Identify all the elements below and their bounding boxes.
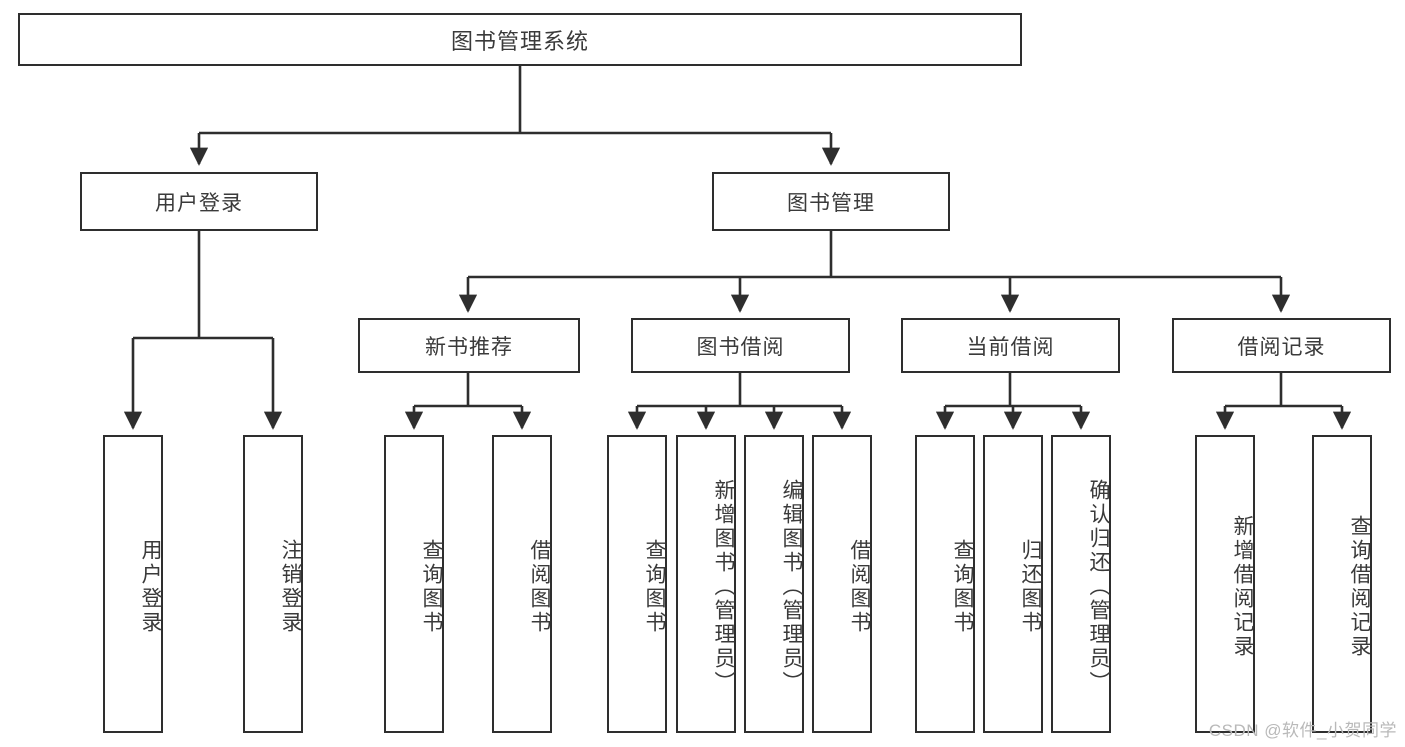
node-label: 图书管理: [787, 191, 875, 215]
node-label: 图书借阅: [696, 335, 785, 359]
leaf-query-book-borrow[interactable]: 查询图书: [607, 435, 667, 733]
node-label: 编辑图书（管理员）: [780, 479, 803, 695]
leaf-user-login[interactable]: 用户登录: [103, 435, 163, 733]
node-label: 查询图书: [420, 539, 443, 635]
node-label: 查询图书: [951, 539, 974, 635]
leaf-add-book-admin[interactable]: 新增图书（管理员）: [676, 435, 736, 733]
node-label: 新增借阅记录: [1231, 515, 1254, 659]
leaf-query-book-new-rec[interactable]: 查询图书: [384, 435, 444, 733]
node-label: 用户登录: [155, 191, 243, 215]
leaf-confirm-return-admin[interactable]: 确认归还（管理员）: [1051, 435, 1111, 733]
node-current-borrowing[interactable]: 当前借阅: [901, 318, 1120, 373]
leaf-logout-login[interactable]: 注销登录: [243, 435, 303, 733]
node-label: 用户登录: [139, 539, 162, 635]
leaf-query-book-current[interactable]: 查询图书: [915, 435, 975, 733]
watermark-csdn: CSDN @软件_小贺同学: [1208, 721, 1397, 740]
node-root-book-management-system[interactable]: 图书管理系统: [18, 13, 1022, 66]
leaf-return-book[interactable]: 归还图书: [983, 435, 1043, 733]
leaf-query-borrow-record[interactable]: 查询借阅记录: [1312, 435, 1372, 733]
node-label: 借阅图书: [528, 539, 551, 635]
node-label: 查询借阅记录: [1348, 515, 1371, 659]
node-borrowing-record[interactable]: 借阅记录: [1172, 318, 1391, 373]
leaf-borrow-book-new-rec[interactable]: 借阅图书: [492, 435, 552, 733]
node-label: 确认归还（管理员）: [1087, 479, 1110, 695]
leaf-add-borrow-record[interactable]: 新增借阅记录: [1195, 435, 1255, 733]
node-new-book-recommendation[interactable]: 新书推荐: [358, 318, 580, 373]
node-book-borrowing[interactable]: 图书借阅: [631, 318, 850, 373]
node-label: 新增图书（管理员）: [712, 479, 735, 695]
node-label: 借阅记录: [1237, 335, 1326, 359]
leaf-edit-book-admin[interactable]: 编辑图书（管理员）: [744, 435, 804, 733]
node-label: 新书推荐: [425, 335, 513, 359]
node-label: 当前借阅: [966, 335, 1055, 359]
node-label: 借阅图书: [848, 539, 871, 635]
node-label: 注销登录: [279, 539, 302, 635]
node-user-login[interactable]: 用户登录: [80, 172, 318, 231]
node-label: 图书管理系统: [450, 28, 589, 54]
node-book-management[interactable]: 图书管理: [712, 172, 950, 231]
node-label: 归还图书: [1019, 539, 1042, 635]
leaf-borrow-book[interactable]: 借阅图书: [812, 435, 872, 733]
node-label: 查询图书: [643, 539, 666, 635]
